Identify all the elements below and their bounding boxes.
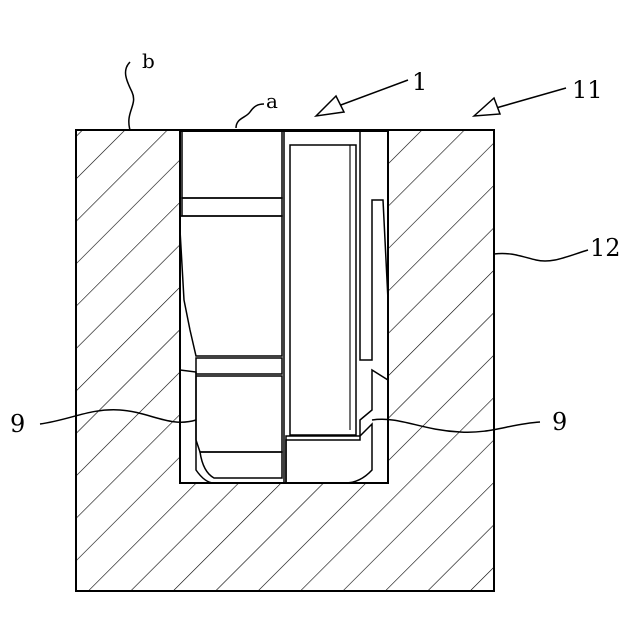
middle-band xyxy=(196,358,282,374)
lower-crosshatch-body xyxy=(196,376,282,452)
mold-block xyxy=(76,130,494,591)
leader-12 xyxy=(494,250,588,261)
label-b: b xyxy=(142,49,155,73)
cup-left-wall xyxy=(180,370,214,483)
leader-b xyxy=(126,62,134,130)
bottom-cap xyxy=(200,452,282,478)
arrow-1-head xyxy=(316,96,344,116)
label-a: a xyxy=(266,89,278,113)
cup-bottom xyxy=(286,424,372,483)
upper-crosshatch-body xyxy=(180,216,282,356)
label-9-left: 9 xyxy=(10,410,25,438)
upper-band xyxy=(182,198,282,216)
label-11: 11 xyxy=(572,76,603,104)
label-12: 12 xyxy=(590,234,621,262)
label-9-right: 9 xyxy=(552,408,567,436)
label-1: 1 xyxy=(412,68,427,96)
inner-tube xyxy=(290,145,356,435)
top-striped-block xyxy=(182,131,282,198)
arrow-11-head xyxy=(474,98,500,116)
leader-a xyxy=(236,104,264,128)
